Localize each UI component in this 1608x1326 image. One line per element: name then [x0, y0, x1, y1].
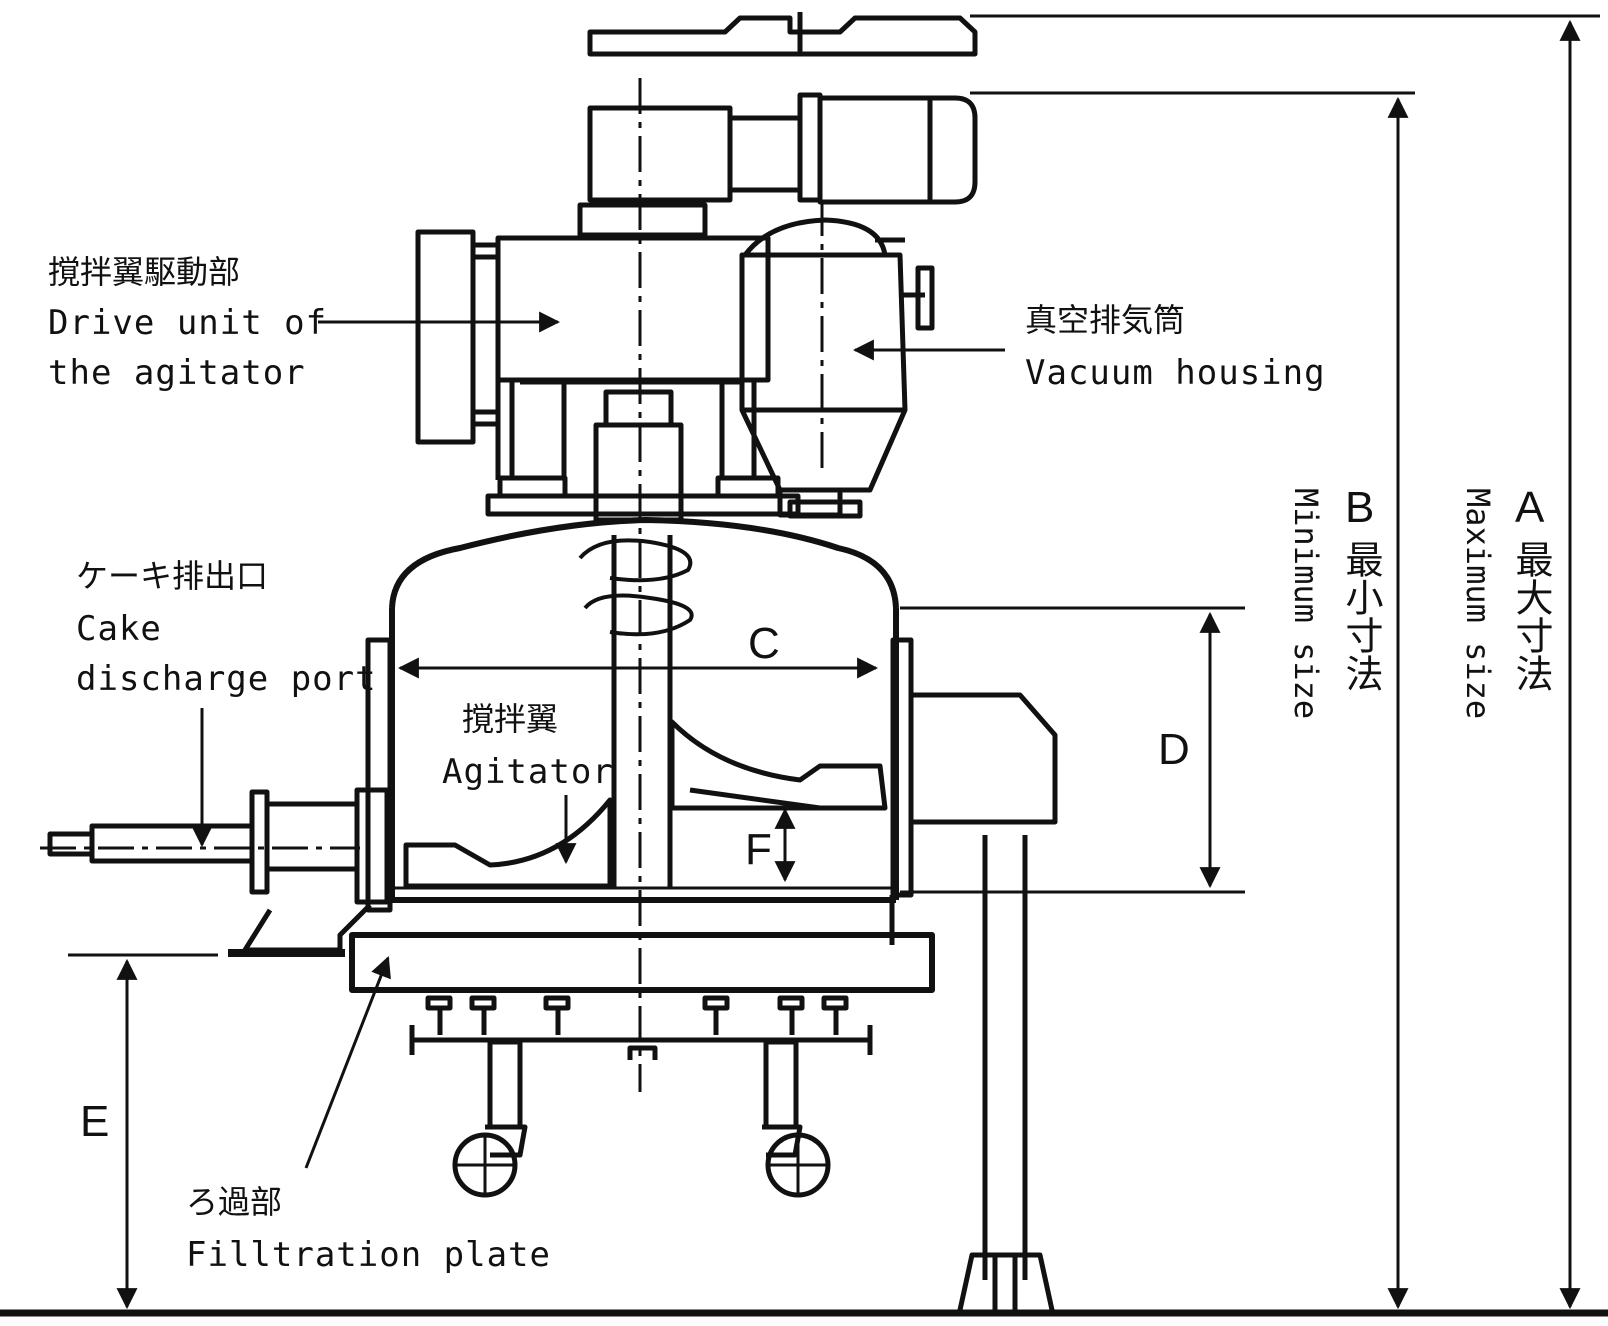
cake-label-jp: ケーキ排出口	[76, 557, 269, 595]
caster-right	[762, 1039, 831, 1198]
filtration-label-jp: ろ過部	[186, 1183, 283, 1221]
dim-b-label-en: Minimum size	[1287, 488, 1325, 720]
cake-label-en-2: discharge port	[76, 659, 377, 699]
filtration-label-en: Filltration plate	[186, 1235, 551, 1275]
agitator-label-jp: 撹拌翼	[462, 700, 559, 738]
vacuum-label-en: Vacuum housing	[1025, 353, 1326, 393]
dim-b-label-jp: 最小寸法	[1339, 540, 1383, 692]
cake-label-en-1: Cake	[76, 609, 162, 649]
drive-unit-label-en-1: Drive unit of	[48, 303, 328, 343]
top-cover-raised	[587, 12, 978, 57]
dim-d-label: D	[1158, 725, 1190, 774]
leader-filtration	[304, 956, 391, 1169]
agitator-motor	[577, 92, 978, 238]
dim-f-label: F	[745, 825, 772, 874]
filtration-plate	[349, 932, 935, 1060]
dim-e-label: E	[80, 1097, 110, 1146]
vacuum-label-jp: 真空排気筒	[1025, 301, 1186, 339]
dim-b-label: B	[1345, 483, 1375, 532]
caster-left	[452, 1039, 528, 1198]
drive-unit-label-jp: 撹拌翼駆動部	[48, 253, 241, 291]
dim-a-label-jp: 最大寸法	[1509, 540, 1553, 692]
agitator-label-en: Agitator	[442, 752, 614, 792]
discharge-pipe	[47, 787, 390, 957]
dim-c-label: C	[748, 619, 780, 668]
dim-a-label-en: Maximum size	[1459, 488, 1497, 720]
dim-a-label: A	[1515, 483, 1545, 532]
lifting-column	[913, 692, 1058, 1311]
drive-unit-label-en-2: the agitator	[48, 353, 306, 393]
